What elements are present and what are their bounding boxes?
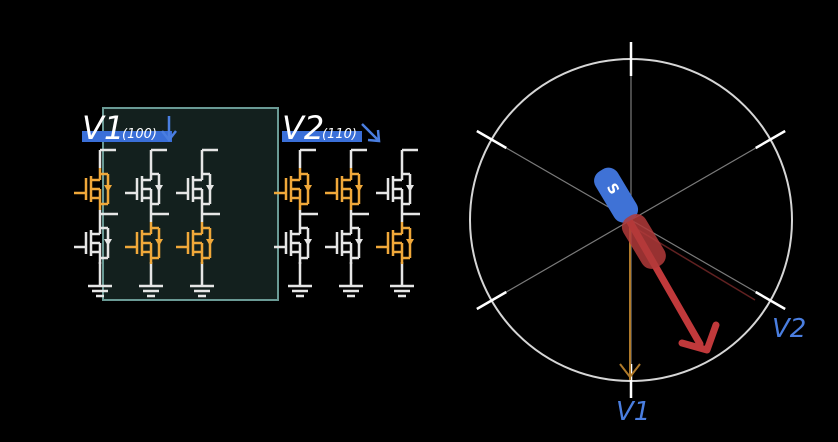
- v1-vector-label: V1: [616, 397, 650, 427]
- v1-state-bar: [82, 131, 172, 142]
- transistor-low-side: [176, 222, 214, 264]
- vector-tick: [476, 290, 507, 311]
- inverter-leg: [325, 148, 369, 298]
- magnet-south-pole: [594, 167, 639, 223]
- ground-icon: [339, 276, 363, 298]
- arrow-down-icon: [161, 116, 177, 143]
- transistor-low-side: [274, 222, 312, 264]
- magnet-north-pole: [621, 213, 666, 269]
- vector-tick: [476, 129, 507, 150]
- inverter-leg: [125, 148, 169, 298]
- rotor-magnet: S: [594, 167, 666, 269]
- vector-tick: [755, 129, 786, 150]
- inverter-circuit: V1 (100) V2 (110): [74, 107, 420, 301]
- v1-label: V1: [82, 109, 124, 147]
- transistor-high-side: [74, 168, 112, 210]
- v1-state-code: (100): [122, 127, 157, 142]
- inverter-leg: [74, 148, 118, 298]
- transistor-low-side: [74, 222, 112, 264]
- v1-arrow-head: [619, 363, 641, 379]
- v2-state-bar: [282, 131, 362, 142]
- transistor-high-side: [176, 168, 214, 210]
- ground-icon: [390, 276, 414, 298]
- resultant-arrow-head: [678, 321, 720, 354]
- ground-icon: [288, 276, 312, 298]
- transistor-low-side: [125, 222, 163, 264]
- transistor-high-side: [325, 168, 363, 210]
- transistor-high-side: [274, 168, 312, 210]
- v2-label: V2: [282, 109, 324, 147]
- transistor-low-side: [376, 222, 414, 264]
- ground-icon: [139, 276, 163, 298]
- inverter-leg: [176, 148, 220, 298]
- transistor-high-side: [125, 168, 163, 210]
- inverter-leg: [274, 148, 318, 298]
- v2-state-code: (110): [322, 127, 357, 142]
- v2-state-label: V2 (110): [282, 109, 381, 147]
- v2-vector-label: V2: [772, 314, 806, 344]
- vector-tick: [755, 290, 786, 311]
- inverter-leg: [376, 148, 420, 298]
- ground-icon: [190, 276, 214, 298]
- ground-icon: [88, 276, 112, 298]
- v1-state-label: V1 (100): [82, 109, 177, 147]
- transistor-high-side: [376, 168, 414, 210]
- arrow-down-right-icon: [361, 123, 381, 143]
- space-vector-diagram: S V1 V2: [469, 42, 806, 427]
- transistor-low-side: [325, 222, 363, 264]
